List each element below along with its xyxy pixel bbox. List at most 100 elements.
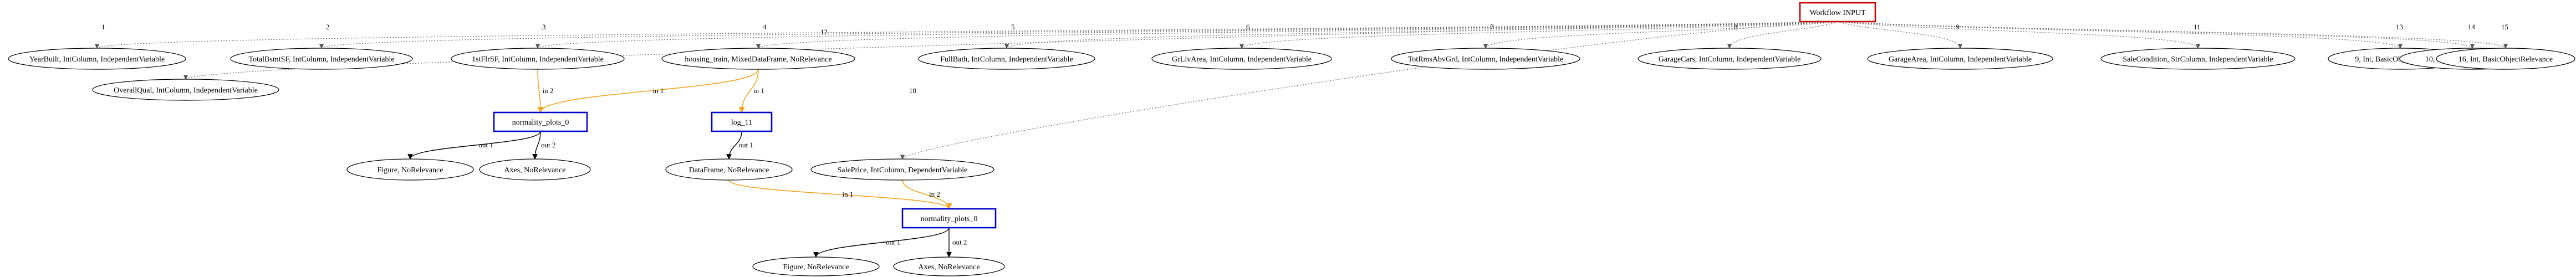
edge-housing-train-to-normality-plots-a [537,69,759,114]
node-ellipse-salecondition [2100,48,2296,70]
edge-label-workflow-input-to-garagecars: 8 [1734,23,1738,31]
edge-label-workflow-input-to-saleprice: 10 [909,86,916,95]
edge-label-workflow-input-to-housing-train: 4 [763,23,767,31]
node-box-normality-plots-a [493,111,588,132]
edge-workflow-input-to-grlivarea [1239,21,1838,49]
node-figure-b[interactable]: Figure, NoRelevance [752,257,880,276]
edge-workflow-input-to-yearbuilt [95,21,1838,49]
node-label-totrms: TotRmsAbvGrd, IntColumn, IndependentVari… [1408,55,1564,64]
node-label-log-11: log_11 [731,119,752,127]
node-normality-plots-a[interactable]: normality_plots_0 [493,111,588,132]
node-ellipse-yearbuilt [8,48,186,70]
edge-workflow-input-to-totrms [1483,21,1838,49]
node-overallqual[interactable]: OverallQual, IntColumn, IndependentVaria… [92,79,279,101]
node-label-totalbsmtsf: TotalBsmtSF, IntColumn, IndependentVaria… [248,55,394,64]
edge-label-housing-train-to-log-11: in 1 [753,86,764,95]
edge-normality-plots-a-to-figure-a [407,131,541,160]
node-axes-a[interactable]: Axes, NoRelevance [479,158,591,181]
node-label-normality-plots-a: normality_plots_0 [512,119,569,127]
node-label-axes-a: Axes, NoRelevance [504,166,565,175]
edge-workflow-input-to-salecondition [1837,21,2201,49]
edge-label-saleprice-to-normality-plots-b: in 2 [929,190,940,198]
edge-workflow-input-to-garagearea [1837,21,1963,49]
edge-workflow-input-to-totalbsmtsf [319,21,1838,49]
node-label-housing-train: housing_train, MixedDataFrame, NoRelevan… [685,55,832,64]
edge-label-workflow-input-to-totrms: 7 [1490,23,1494,31]
edge-workflow-input-to-fullbath [1004,21,1838,49]
node-totrms[interactable]: TotRmsAbvGrd, IntColumn, IndependentVari… [1391,48,1580,70]
node-ellipse-housing-train [661,48,855,70]
node-ellipse-garagearea [1867,48,2053,70]
node-salecondition[interactable]: SaleCondition, StrColumn, IndependentVar… [2100,48,2296,70]
node-housing-train[interactable]: housing_train, MixedDataFrame, NoRelevan… [661,48,855,70]
edge-label-log-11-to-dataframe: out 1 [739,141,753,149]
node-saleprice[interactable]: SalePrice, IntColumn, DependentVariable [810,158,994,181]
node-ellipse-firstflrsf [451,48,625,70]
edge-label-workflow-input-to-int9: 13 [2396,23,2403,31]
node-label-garagecars: GarageCars, IntColumn, IndependentVariab… [1659,55,1801,64]
edge-workflow-input-to-firstflrsf [535,21,1838,49]
node-box-workflow-input [1799,2,1876,23]
node-firstflrsf[interactable]: 1stFlrSF, IntColumn, IndependentVariable [451,48,625,70]
node-garagecars[interactable]: GarageCars, IntColumn, IndependentVariab… [1638,48,1822,70]
node-label-int16: 16, Int, BasicObjectRelevance [2458,55,2553,64]
nodes-layer: Workflow INPUT YearBuilt, IntColumn, Inde… [8,2,2575,276]
node-int16[interactable]: 16, Int, BasicObjectRelevance [2436,48,2575,70]
node-label-yearbuilt: YearBuilt, IntColumn, IndependentVariabl… [29,55,165,64]
node-totalbsmtsf[interactable]: TotalBsmtSF, IntColumn, IndependentVaria… [230,48,413,70]
edge-workflow-input-to-int9 [1837,21,2402,49]
node-fullbath[interactable]: FullBath, IntColumn, IndependentVariable [918,48,1095,70]
node-label-salecondition: SaleCondition, StrColumn, IndependentVar… [2123,55,2273,64]
node-ellipse-dataframe [665,158,793,181]
edge-label-normality-plots-b-to-figure-b: out 1 [886,238,900,247]
node-workflow-input[interactable]: Workflow INPUT [1799,2,1876,23]
edge-label-workflow-input-to-yearbuilt: 1 [101,23,105,31]
node-axes-b[interactable]: Axes, NoRelevance [893,257,1005,276]
node-label-garagearea: GarageArea, IntColumn, IndependentVariab… [1889,55,2032,64]
edge-label-normality-plots-a-to-axes-a: out 2 [541,141,555,149]
edge-label-normality-plots-b-to-axes-b: out 2 [952,238,967,247]
edge-workflow-input-to-int16 [1837,21,2508,49]
node-garagearea[interactable]: GarageArea, IntColumn, IndependentVariab… [1867,48,2053,70]
node-label-figure-b: Figure, NoRelevance [783,263,849,271]
edge-workflow-input-to-saleprice [900,21,1838,160]
node-ellipse-axes-a [479,158,591,181]
edge-label-workflow-input-to-firstflrsf: 3 [542,23,546,31]
node-box-log-11 [711,111,773,132]
node-ellipse-int16 [2436,48,2575,70]
edge-log-11-to-dataframe [726,131,742,160]
node-dataframe[interactable]: DataFrame, NoRelevance [665,158,793,181]
node-box-normality-plots-b [901,208,997,229]
node-label-firstflrsf: 1stFlrSF, IntColumn, IndependentVariable [472,55,604,64]
node-label-normality-plots-b: normality_plots_0 [921,215,978,223]
node-ellipse-axes-b [893,257,1005,276]
edge-label-workflow-input-to-totalbsmtsf: 2 [326,23,330,31]
edge-label-workflow-input-to-overallqual: 12 [820,28,828,36]
edge-firstflrsf-to-normality-plots-a [537,69,544,114]
edge-label-workflow-input-to-fullbath: 5 [1011,23,1015,31]
node-ellipse-overallqual [92,79,279,101]
node-figure-a[interactable]: Figure, NoRelevance [346,158,474,181]
node-ellipse-totalbsmtsf [230,48,413,70]
node-label-saleprice: SalePrice, IntColumn, DependentVariable [838,166,968,175]
edge-normality-plots-b-to-figure-b [813,227,950,258]
edge-saleprice-to-normality-plots-b [902,179,952,210]
edge-label-workflow-input-to-int10: 14 [2468,23,2476,31]
node-label-grlivarea: GrLivArea, IntColumn, IndependentVariabl… [1172,55,1312,64]
node-ellipse-garagecars [1638,48,1822,70]
edge-label-firstflrsf-to-normality-plots-a: in 2 [543,86,554,95]
edge-label-workflow-input-to-salecondition: 11 [2194,23,2201,31]
node-label-overallqual: OverallQual, IntColumn, IndependentVaria… [114,86,258,95]
node-yearbuilt[interactable]: YearBuilt, IntColumn, IndependentVariabl… [8,48,186,70]
edge-label-normality-plots-a-to-figure-a: out 1 [479,141,493,149]
node-label-fullbath: FullBath, IntColumn, IndependentVariable [940,55,1073,64]
node-label-dataframe: DataFrame, NoRelevance [689,166,769,175]
node-ellipse-grlivarea [1151,48,1332,70]
edge-label-dataframe-to-normality-plots-b: in 1 [843,190,854,198]
node-normality-plots-b[interactable]: normality_plots_0 [901,208,997,229]
node-ellipse-figure-a [346,158,474,181]
node-label-workflow-input: Workflow INPUT [1809,9,1866,17]
node-log-11[interactable]: log_11 [711,111,773,132]
node-grlivarea[interactable]: GrLivArea, IntColumn, IndependentVariabl… [1151,48,1332,70]
